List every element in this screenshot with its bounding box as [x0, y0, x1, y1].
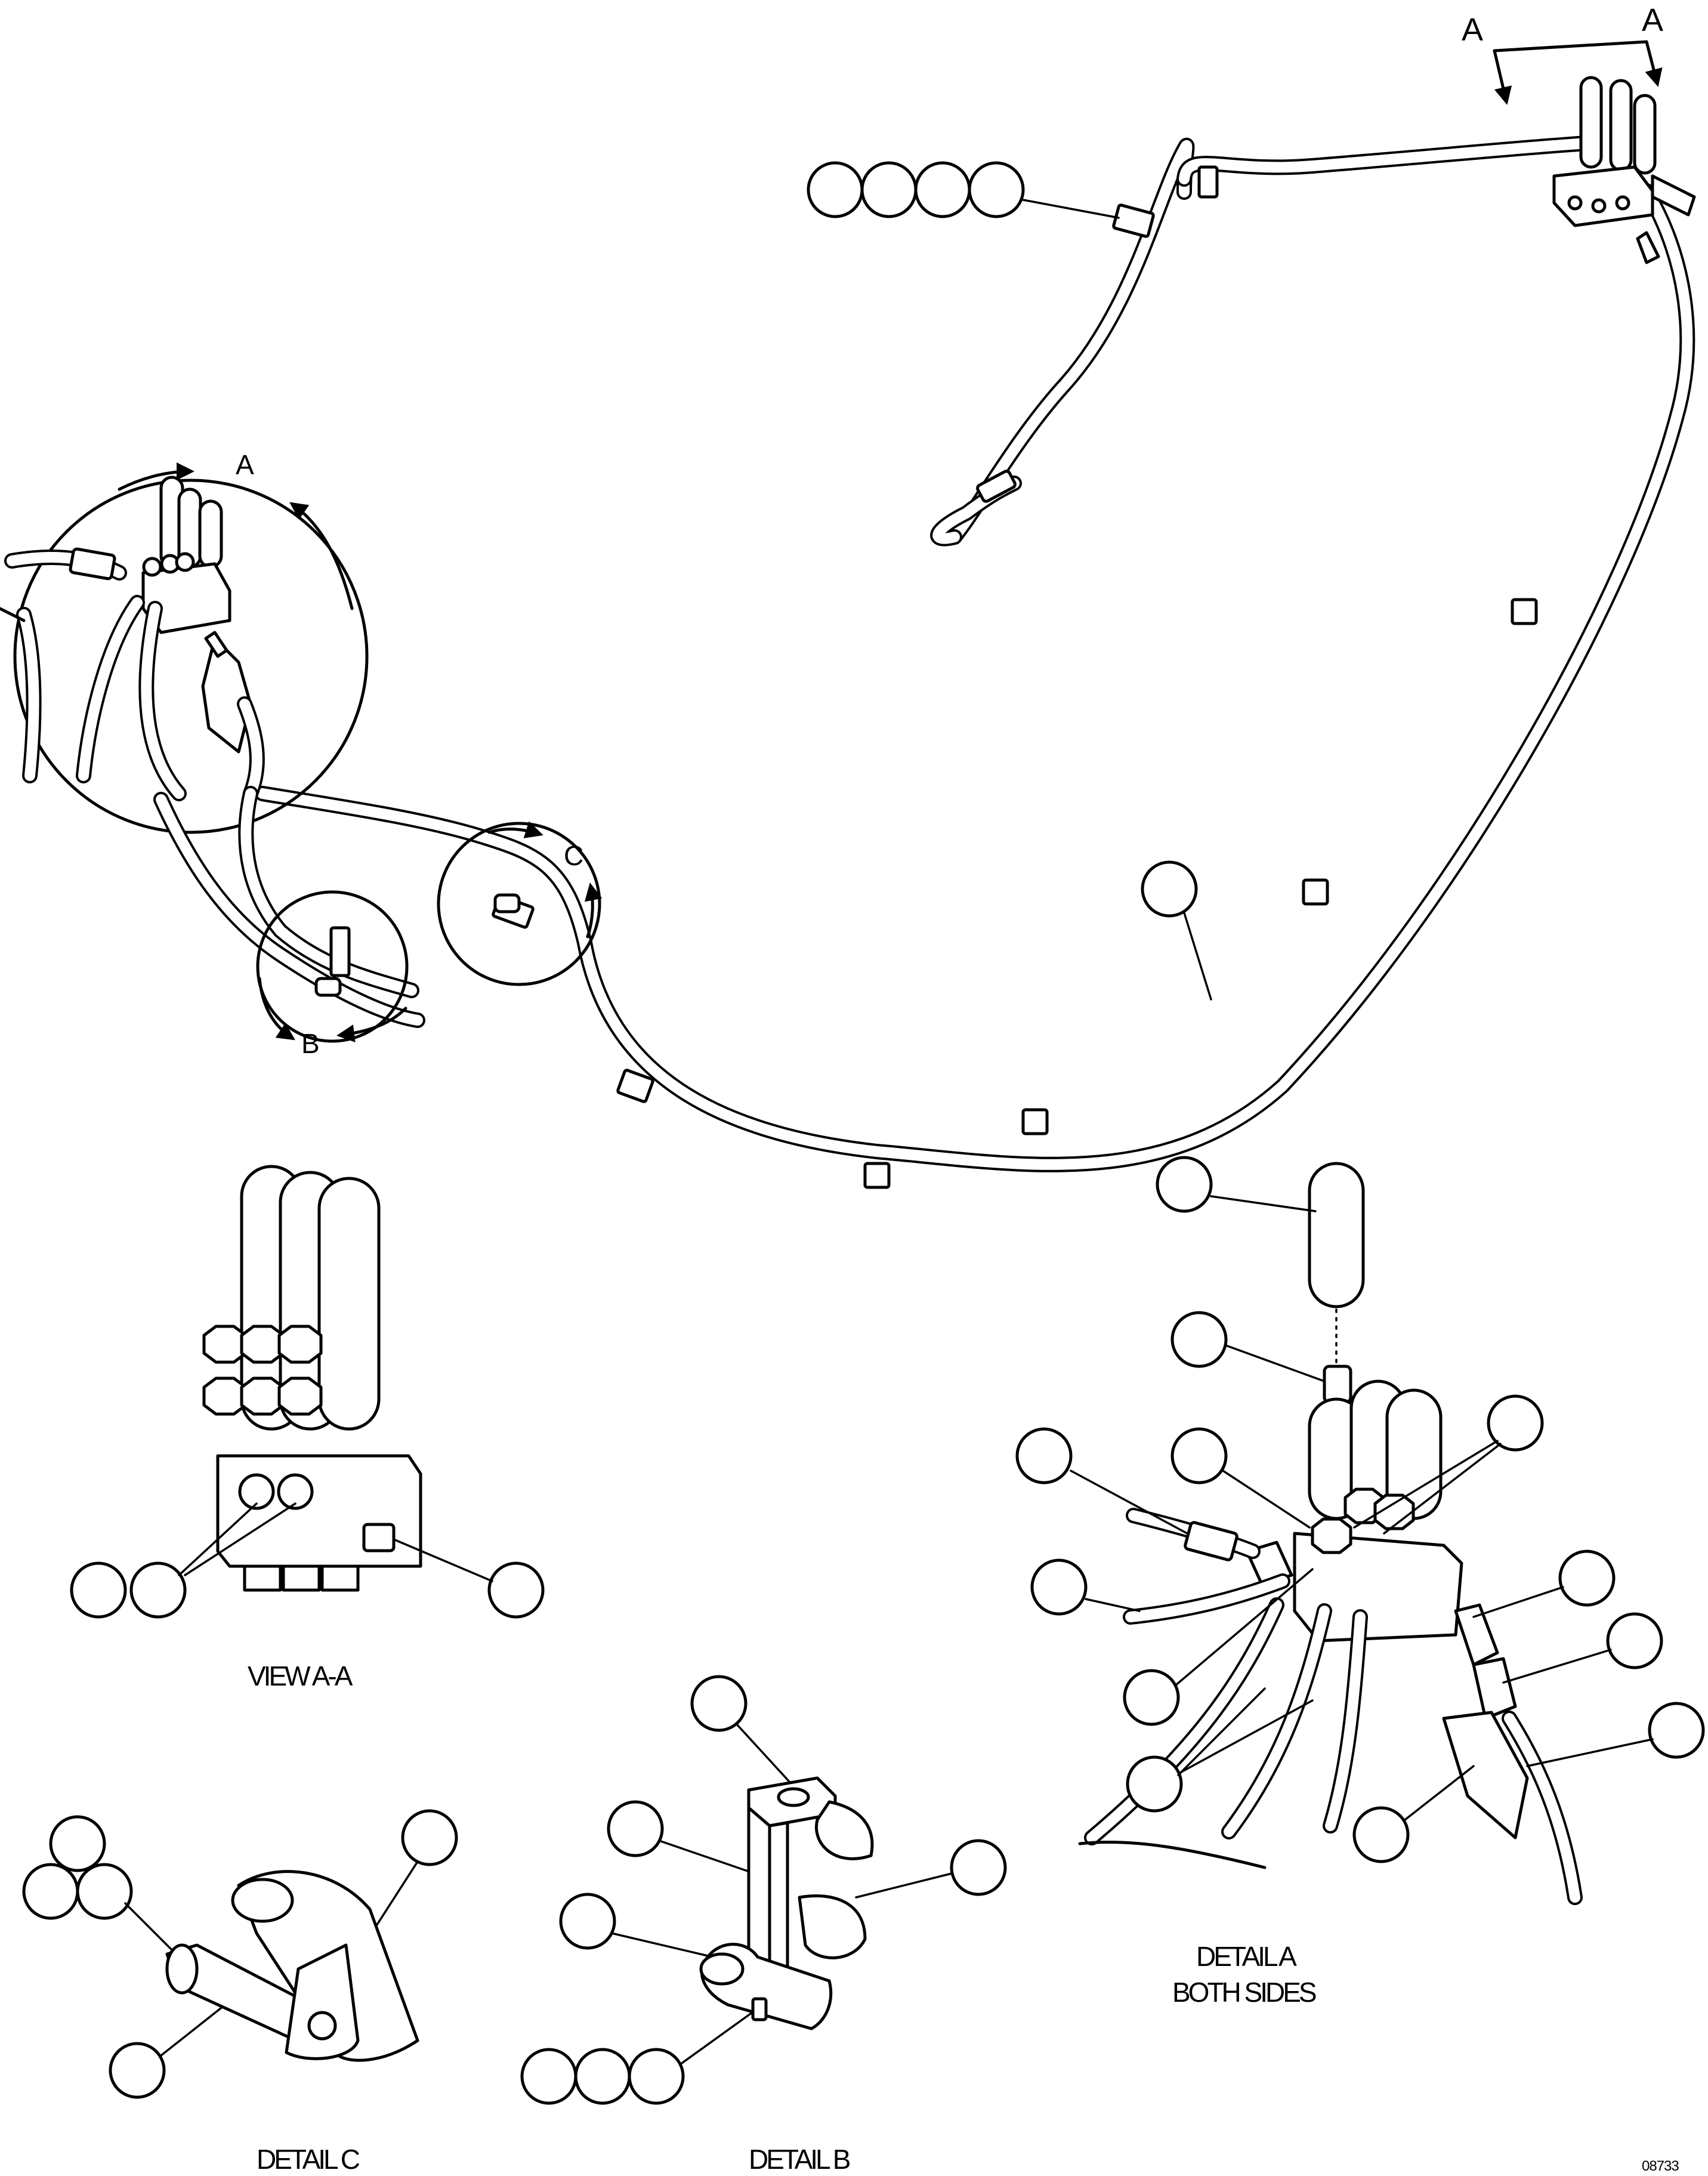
- callout-bubble: [559, 1893, 616, 1950]
- callout-group-top: [807, 161, 1120, 219]
- detail-a-view: DETAIL A BOTH SIDES: [1015, 1156, 1705, 2008]
- detail-c-title: DETAIL C: [257, 2144, 360, 2175]
- callout-bubble: [1156, 1156, 1213, 1213]
- callout-bubble: [70, 1561, 127, 1619]
- detail-a-title: DETAIL A: [1196, 1941, 1297, 1972]
- detail-b-title: DETAIL B: [749, 2144, 850, 2175]
- section-label-a-right: A: [1642, 2, 1663, 38]
- callout-bubble: [1015, 1427, 1073, 1484]
- hex-nuts: [202, 1325, 323, 1416]
- callout-bubble: [1126, 1755, 1183, 1813]
- detail-c-circle: C: [437, 821, 603, 986]
- callout-bubble: [1648, 1702, 1705, 1759]
- both-sides-note: BOTH SIDES: [1172, 1977, 1316, 2008]
- callout-bubble: [1123, 1669, 1180, 1726]
- main-hose: [255, 135, 1695, 1172]
- callout-bubble: [690, 1675, 748, 1732]
- callout-bubble: [22, 1863, 79, 1920]
- callout-bubble: [1170, 1427, 1228, 1484]
- callout-bubble: [574, 2048, 631, 2105]
- detail-a-marker: A: [236, 449, 254, 480]
- callout-bubble: [628, 2048, 685, 2105]
- callout-bubble: [1170, 1311, 1228, 1368]
- callout-bubble-hose: [1141, 860, 1198, 918]
- callout-bubble: [1487, 1394, 1544, 1452]
- callout-bubble: [520, 2048, 577, 2105]
- callout-bubble: [487, 1561, 545, 1619]
- callout-bubble: [914, 161, 971, 218]
- hose-clamps: [492, 165, 1538, 1189]
- hoses-from-detail-a: [153, 786, 425, 1028]
- detail-b-view: DETAIL B: [520, 1675, 1007, 2175]
- callout-bubble: [1030, 1558, 1088, 1616]
- section-aa-indicator: A A: [1462, 2, 1666, 105]
- valve-block-top-right: [1552, 76, 1696, 264]
- section-label-a-left: A: [1462, 12, 1483, 48]
- view-aa: VIEW A-A: [70, 1165, 545, 1692]
- detail-b-marker: B: [301, 1028, 319, 1059]
- callout-bubble: [1352, 1806, 1410, 1863]
- callout-bubble: [76, 1863, 133, 1920]
- callout-bubble: [129, 1561, 187, 1619]
- callout-bubble: [1558, 1550, 1616, 1607]
- figure-code: 08733: [1642, 2158, 1679, 2174]
- callout-bubble: [49, 1815, 106, 1872]
- view-aa-title: VIEW A-A: [248, 1660, 353, 1692]
- detail-a-circle: A: [0, 449, 369, 834]
- detail-c-view: DETAIL C: [22, 1809, 458, 2175]
- callout-bubble: [968, 161, 1025, 218]
- callout-bubble: [109, 2042, 166, 2099]
- callout-bubble: [1606, 1612, 1663, 1669]
- callout-bubble: [950, 1839, 1007, 1896]
- callout-bubble: [807, 161, 864, 218]
- callout-bubble: [401, 1809, 458, 1866]
- detail-c-marker: C: [564, 840, 583, 871]
- callout-bubble: [607, 1800, 664, 1857]
- callout-bubble: [860, 161, 918, 218]
- main-assembly: A A: [255, 2, 1696, 1189]
